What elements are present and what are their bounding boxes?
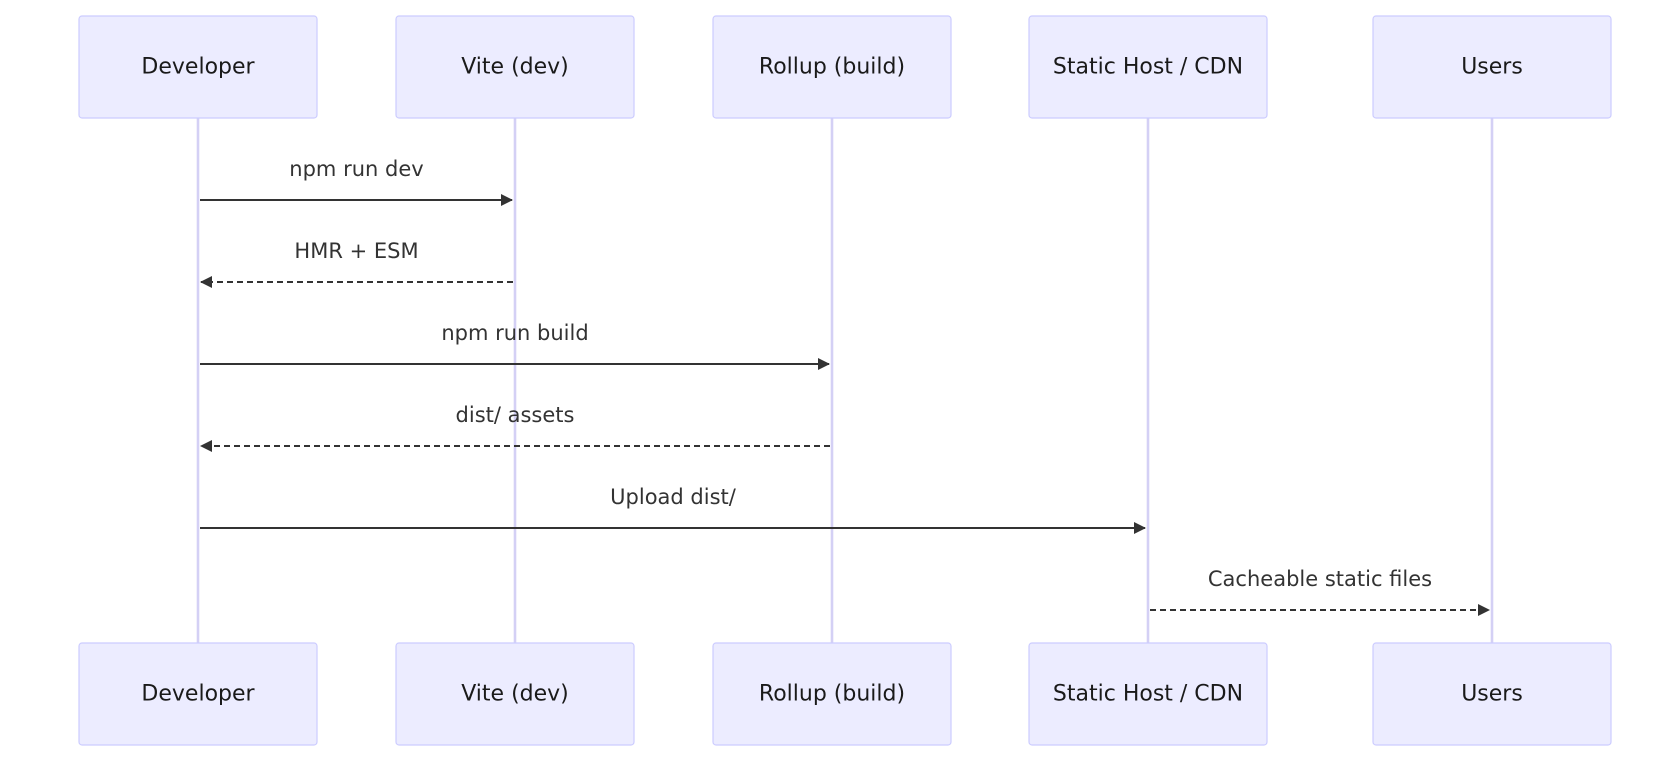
participant-vite-top: Vite (dev) <box>395 15 635 119</box>
message-4: Upload dist/ <box>200 485 1146 534</box>
message-label: Cacheable static files <box>1208 567 1432 591</box>
participant-vite-bottom: Vite (dev) <box>395 642 635 746</box>
participant-label: Vite (dev) <box>461 55 569 80</box>
message-0: npm run dev <box>200 157 513 206</box>
message-label: Upload dist/ <box>610 485 737 509</box>
participant-rollup-bottom: Rollup (build) <box>712 642 952 746</box>
message-1: HMR + ESM <box>200 239 513 288</box>
message-2: npm run build <box>200 321 830 370</box>
message-3: dist/ assets <box>200 403 830 452</box>
participant-label: Static Host / CDN <box>1053 55 1243 80</box>
participants-bottom: Developer Vite (dev) Rollup (build) Static … <box>78 642 1612 746</box>
participant-box <box>1028 642 1268 746</box>
participant-label: Developer <box>141 682 255 707</box>
participant-label: Developer <box>141 55 255 80</box>
participant-box <box>78 15 318 119</box>
participant-developer-bottom: Developer <box>78 642 318 746</box>
participant-label: Users <box>1461 55 1523 80</box>
participant-rollup-top: Rollup (build) <box>712 15 952 119</box>
participant-box <box>1372 15 1612 119</box>
message-5: Cacheable static files <box>1150 567 1490 616</box>
participant-developer-top: Developer <box>78 15 318 119</box>
participant-users-bottom: Users <box>1372 642 1612 746</box>
participant-box <box>395 642 635 746</box>
participant-label: Rollup (build) <box>759 55 905 80</box>
participant-box <box>712 15 952 119</box>
participant-box <box>395 15 635 119</box>
participants-top: Developer Vite (dev) Rollup (build) Static … <box>78 15 1612 119</box>
message-label: npm run build <box>441 321 588 345</box>
participant-label: Static Host / CDN <box>1053 682 1243 707</box>
participant-box <box>1028 15 1268 119</box>
participant-box <box>78 642 318 746</box>
participant-label: Users <box>1461 682 1523 707</box>
message-label: npm run dev <box>289 157 423 181</box>
participant-label: Rollup (build) <box>759 682 905 707</box>
message-label: HMR + ESM <box>294 239 418 263</box>
lifelines <box>196 118 1494 643</box>
participant-host-bottom: Static Host / CDN <box>1028 642 1268 746</box>
participant-users-top: Users <box>1372 15 1612 119</box>
participant-box <box>712 642 952 746</box>
participant-label: Vite (dev) <box>461 682 569 707</box>
participant-host-top: Static Host / CDN <box>1028 15 1268 119</box>
message-label: dist/ assets <box>456 403 575 427</box>
participant-box <box>1372 642 1612 746</box>
